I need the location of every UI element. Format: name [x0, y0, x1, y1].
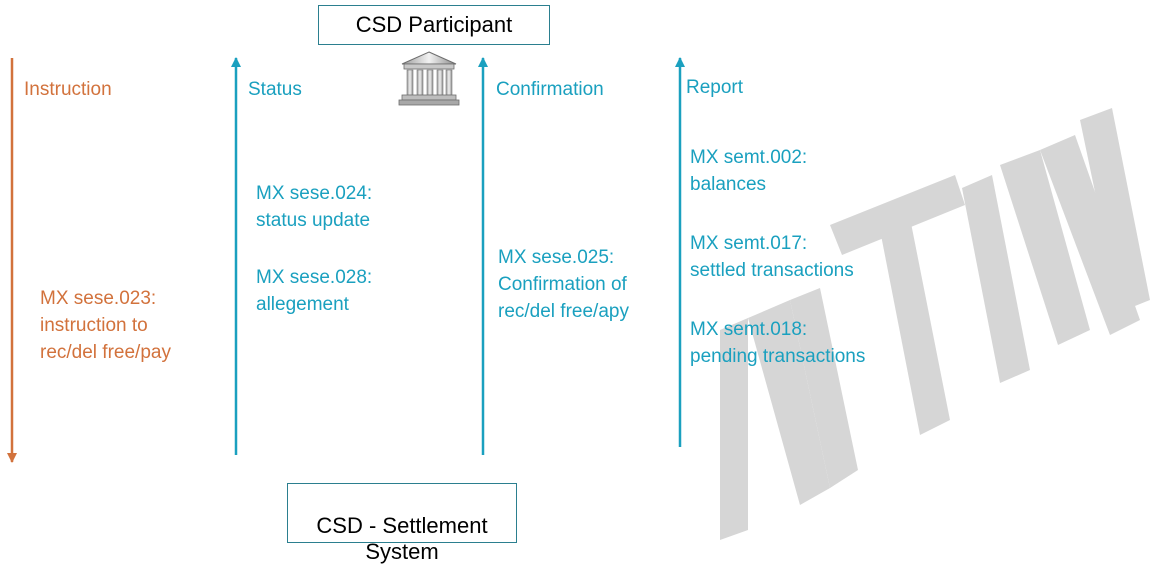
instruction-arrow-head — [7, 453, 17, 463]
message-semt-018: MX semt.018: pending transactions — [690, 319, 866, 367]
confirmation-heading: Confirmation — [496, 79, 604, 100]
watermark-letter-n-stroke-2 — [790, 288, 858, 488]
csd-settlement-system-label: CSD - Settlement System — [316, 513, 488, 564]
watermark-letter-t-bar — [830, 175, 965, 255]
confirmation-arrow-head — [478, 57, 488, 67]
watermark-letter-i — [962, 175, 1030, 383]
message-semt-002: MX semt.002: balances — [690, 147, 808, 195]
message-sese-028: MX sese.028: allegement — [256, 267, 373, 315]
watermark-letter-t-stem — [880, 218, 950, 435]
csd-participant-label: CSD Participant — [355, 12, 513, 37]
watermark-letter-a-left — [1000, 150, 1090, 345]
watermark-letter-n-diagonal — [748, 300, 830, 505]
confidential-watermark — [720, 108, 1150, 540]
csd-settlement-system-box: CSD - Settlement System — [287, 483, 517, 564]
message-sese-024: MX sese.024: status update — [256, 183, 373, 231]
report-heading: Report — [686, 77, 744, 98]
message-semt-017: MX semt.017: settled transactions — [690, 233, 854, 281]
instruction-heading: Instruction — [24, 79, 112, 100]
report-arrow-head — [675, 57, 685, 67]
flow-diagram — [7, 57, 1150, 540]
watermark-letter-n-stroke-1 — [720, 318, 748, 540]
message-sese-023: MX sese.023: instruction to rec/del free… — [40, 288, 171, 363]
csd-participant-box: CSD Participant — [318, 5, 550, 45]
message-sese-025: MX sese.025: Confirmation of rec/del fre… — [498, 247, 629, 322]
status-heading: Status — [248, 79, 302, 100]
watermark-letter-l — [1080, 108, 1150, 312]
status-arrow-head — [231, 57, 241, 67]
bank-building-icon — [398, 51, 460, 106]
